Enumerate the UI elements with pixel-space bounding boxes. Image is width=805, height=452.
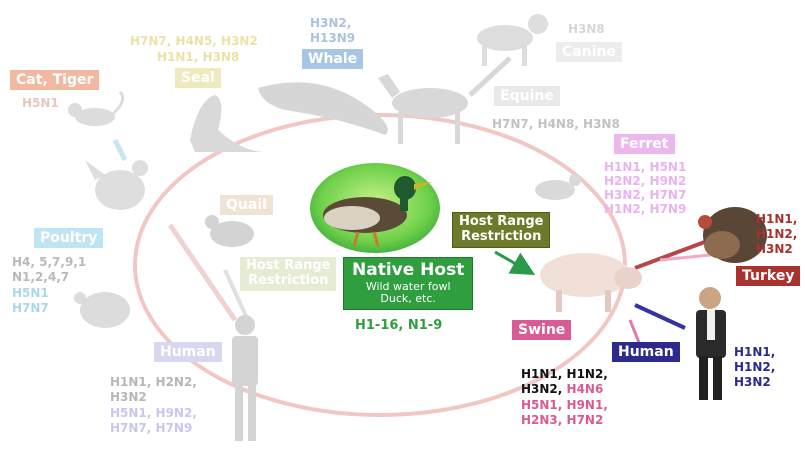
turkey-left-image	[74, 292, 130, 328]
human-right-subtypes-1: H1N1,	[734, 345, 776, 359]
canine-label: Canine	[556, 42, 622, 63]
dog-image	[477, 14, 548, 66]
ferret-image	[535, 174, 581, 200]
human-right-image	[696, 287, 726, 400]
poultry-subtypes-color-2: H7N7	[12, 301, 49, 315]
cat-image	[68, 90, 125, 126]
seal-label: Seal	[175, 68, 221, 89]
human-left-subtypes-color-1: H5N1, H9N2,	[110, 406, 197, 420]
human-right-subtypes-3: H3N2	[734, 375, 771, 389]
seal-image	[190, 95, 262, 152]
host-range-left-line2: Restriction	[248, 272, 329, 288]
chicken-image	[85, 160, 148, 210]
poultry-subtypes-grey-2: N1,2,4,7	[12, 270, 70, 284]
swine-subtypes-line2-b: H4N6	[566, 382, 604, 396]
human-left-subtypes-grey-1: H1N1, H2N2,	[110, 375, 197, 389]
swine-subtypes-line1: H1N1, H1N2,	[521, 367, 608, 381]
native-host-subtitle-1: Wild water fowl	[365, 279, 451, 293]
arrow-to-human-left-1	[167, 223, 238, 322]
arrow-swine-to-turkey	[659, 253, 711, 262]
turkey-label: Turkey	[736, 266, 801, 287]
whale-subtypes-line2: H13N9	[310, 31, 356, 45]
host-range-left-line1: Host Range	[246, 258, 331, 273]
canine-subtypes: H3N8	[568, 22, 605, 36]
host-range-restriction-right: Host Range Restriction	[452, 212, 551, 248]
human-left-image	[232, 315, 258, 441]
poultry-subtypes-color-1: H5N1	[12, 286, 49, 300]
swine-subtypes-line2-a: H3N2,	[521, 382, 567, 396]
swine-label: Swine	[512, 320, 572, 341]
arrow-to-canine	[468, 56, 512, 97]
turkey-right-image	[698, 207, 767, 263]
arrow-swine-to-human	[628, 319, 642, 346]
swine-image	[540, 253, 642, 312]
arrow-turkey-to-swine	[634, 238, 711, 270]
ferret-label: Ferret	[614, 134, 675, 155]
human-left-subtypes-color-2: H7N7, H7N9	[110, 421, 193, 435]
poultry-subtypes-grey-1: H4, 5,7,9,1	[12, 255, 87, 269]
human-right-label: Human	[612, 342, 680, 363]
whale-image	[258, 82, 388, 135]
turkey-subtypes-2: H1N2,	[756, 227, 798, 241]
native-host-subtypes: H1-16, N1-9	[355, 318, 443, 333]
host-range-right-line1: Host Range	[459, 214, 544, 229]
seal-subtypes-line2: H1N1, H3N8	[157, 50, 240, 64]
duck-image	[323, 176, 432, 247]
arrow-to-swine	[494, 250, 536, 275]
human-left-subtypes-grey-2: H3N2	[110, 390, 147, 404]
quail-label: Quail	[220, 195, 273, 216]
whale-subtypes-line1: H3N2,	[310, 16, 352, 30]
turkey-subtypes-3: H3N2	[756, 242, 793, 256]
human-right-subtypes-2: H1N2,	[734, 360, 776, 374]
ferret-subtypes-1: H1N1, H5N1	[604, 160, 687, 174]
seal-subtypes-line1: H7N7, H4N5, H3N2	[130, 34, 258, 48]
native-host-title: Native Host	[352, 260, 465, 280]
equine-label: Equine	[494, 86, 560, 107]
cat-tiger-label: Cat, Tiger	[10, 70, 100, 91]
equine-subtypes: H7N7, H4N8, H3N8	[492, 117, 620, 131]
horse-image	[378, 74, 468, 144]
native-host-subtitle-2: Duck, etc.	[380, 292, 436, 306]
ferret-subtypes-3: H3N2, H7N7	[604, 188, 687, 202]
cat-tiger-subtypes: H5N1	[22, 96, 59, 110]
quail-image	[205, 215, 254, 247]
ferret-subtypes-4: H1N2, H7N9	[604, 202, 687, 216]
host-range-restriction-left: Host Range Restriction	[240, 257, 337, 291]
whale-label: Whale	[302, 49, 364, 70]
swine-subtypes-pink-1: H5N1, H9N1,	[521, 398, 608, 412]
native-host-box: Native Host Wild water fowl Duck, etc.	[343, 257, 474, 310]
human-left-label: Human	[154, 342, 222, 363]
swine-subtypes-line2: H3N2, H4N6	[521, 382, 603, 396]
swine-subtypes-pink-2: H2N3, H7N2	[521, 413, 604, 427]
poultry-label: Poultry	[34, 228, 104, 249]
arrow-to-cat	[112, 138, 128, 162]
turkey-subtypes-1: H1N1,	[756, 212, 798, 226]
host-range-right-line2: Restriction	[461, 228, 542, 244]
arrow-human-to-swine	[634, 303, 686, 330]
ferret-subtypes-2: H2N2, H9N2	[604, 174, 687, 188]
